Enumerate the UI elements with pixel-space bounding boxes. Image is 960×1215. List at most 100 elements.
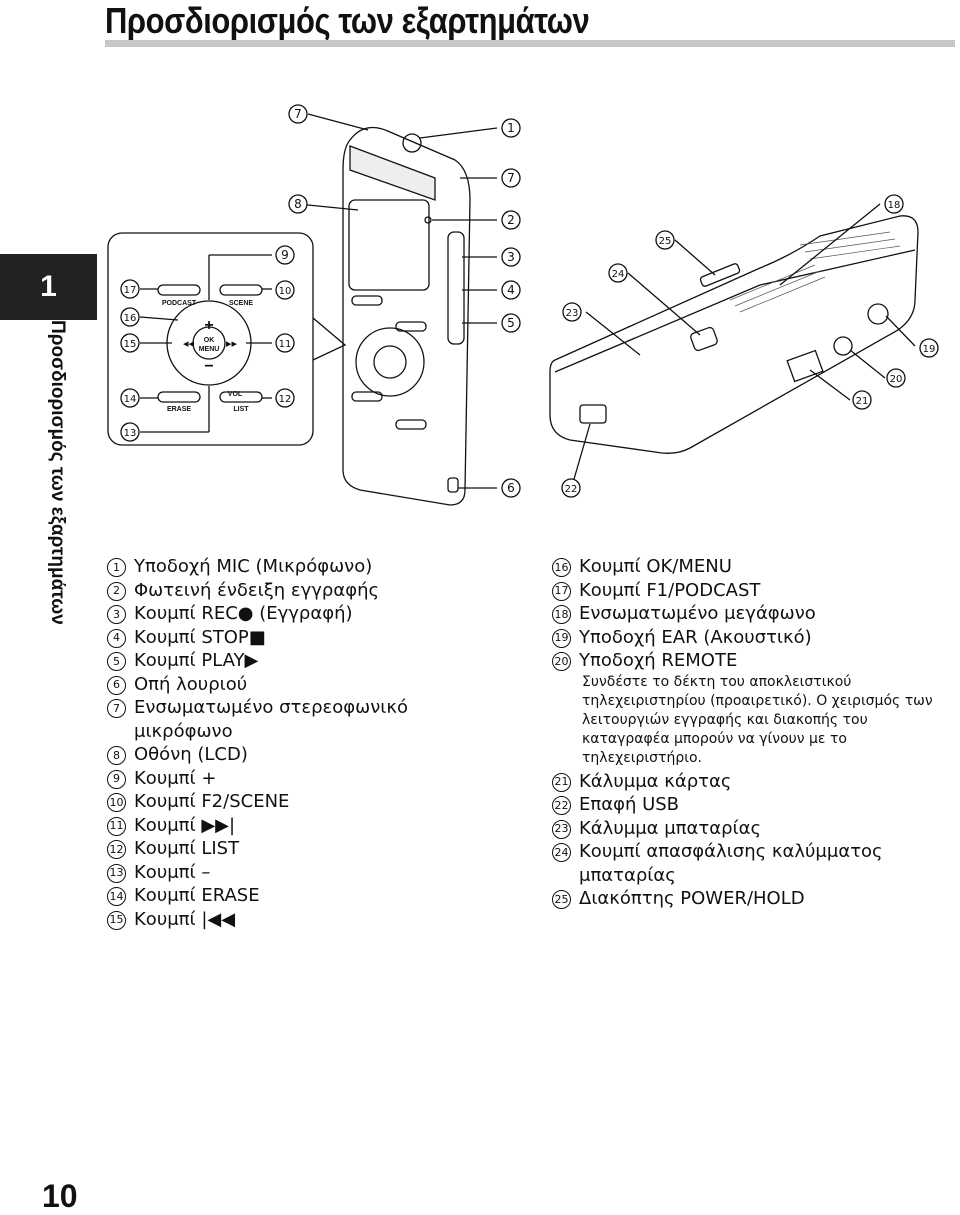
part-label: Κουμπί ERASE (134, 885, 260, 906)
part-number: 10 (107, 793, 126, 812)
part-label: Κουμπί – (134, 861, 211, 883)
page-number: 10 (42, 1178, 78, 1214)
part-number: 3 (107, 605, 126, 624)
usb-connector (579, 404, 607, 424)
part-number: 15 (107, 910, 126, 930)
part-label: Οπή λουριού (134, 673, 248, 695)
menu-label: MENU (199, 346, 220, 353)
part-number: 22 (552, 796, 571, 815)
callout-circle (288, 194, 308, 214)
part-label: Κουμπί REC● (Εγγραφή) (134, 603, 353, 624)
part-number: 4 (107, 628, 126, 648)
part-number: 16 (552, 558, 571, 577)
callout-circle (275, 333, 295, 353)
part-number: 14 (107, 887, 126, 906)
chapter-tab: 1 (0, 254, 97, 320)
part-item: 13 Κουμπί – (107, 861, 444, 885)
part-number: 6 (107, 675, 126, 695)
list-button (219, 391, 263, 403)
remote-note: Συνδέστε το δέκτη του αποκλειστικού τηλε… (582, 673, 933, 766)
button-panel-inset (107, 232, 314, 446)
part-label: Κάλυμμα μπαταρίας (579, 817, 762, 839)
callout-circle (501, 313, 521, 333)
callout-number: 16 (124, 313, 137, 324)
part-item: 12 Κουμπί LIST (107, 837, 444, 861)
part-label: Ενσωματωμένο μεγάφωνο (579, 603, 816, 624)
part-number: 1 (107, 558, 126, 577)
minus-label: − (204, 358, 213, 375)
callout-number: 15 (124, 339, 137, 350)
vol-label: VOL (228, 391, 243, 398)
side-buttons (447, 231, 465, 345)
part-label: Κάλυμμα κάρτας (579, 770, 732, 792)
callout-number: 3 (507, 250, 515, 264)
part-label: Διακόπτης POWER/HOLD (579, 888, 805, 909)
callout-circle (919, 338, 939, 358)
callout-circle (275, 388, 295, 408)
callout-number: 5 (507, 316, 515, 330)
callout-number: 1 (507, 121, 515, 135)
part-number: 7 (107, 699, 126, 718)
power-hold-switch (699, 263, 741, 287)
callout-number: 19 (923, 344, 936, 355)
part-number: 12 (107, 840, 126, 859)
recorder-front-body (342, 126, 471, 506)
callout-number: 17 (124, 285, 137, 296)
scene-button (219, 284, 263, 296)
callout-circle (501, 280, 521, 300)
callout-number: 10 (279, 286, 292, 297)
part-number: 25 (552, 890, 571, 909)
callout-number: 8 (294, 197, 302, 211)
erase-label: ERASE (167, 406, 191, 413)
part-label: Υποδοχή REMOTE (579, 650, 738, 671)
part-item: 7 Ενσωματωμένο στερεοφωνικό μικρόφωνο (107, 696, 444, 743)
callout-circle (501, 168, 521, 188)
part-label: Κουμπί ▶▶| (134, 814, 236, 836)
part-item: 6 Οπή λουριού (107, 673, 444, 697)
part-label: Κουμπί LIST (134, 838, 240, 859)
part-number: 20 (552, 652, 571, 671)
part-number: 24 (552, 843, 571, 862)
callout-circle (884, 194, 904, 214)
callout-circle (608, 263, 628, 283)
part-number: 19 (552, 628, 571, 648)
part-label: Κουμπί + (134, 767, 217, 789)
callout-circle (120, 333, 140, 353)
part-label: Κουμπί |◀◀ (134, 908, 236, 930)
callout-circle (562, 302, 582, 322)
part-label: Υποδοχή MIC (Μικρόφωνο) (134, 556, 373, 577)
speaker-grille (729, 231, 901, 313)
part-label: Ενσωματωμένο στερεοφωνικό μικρόφωνο (134, 697, 408, 742)
ok-menu-button (192, 326, 226, 360)
callout-number: 21 (856, 396, 869, 407)
title-rule (105, 40, 955, 47)
part-item: 14 Κουμπί ERASE (107, 884, 444, 908)
callout-circle (275, 245, 295, 265)
podcast-button (157, 284, 201, 296)
part-item: 20 Υποδοχή REMOTE (552, 649, 942, 673)
battery-lock (690, 326, 718, 352)
ok-label: OK (204, 337, 215, 344)
callout-circle (120, 388, 140, 408)
callout-markers: 1234567789101112131415161718192021222324… (120, 104, 939, 498)
callout-circle (501, 118, 521, 138)
skip-back-glyph: ◂◂ (183, 337, 195, 350)
part-item: 1 Υποδοχή MIC (Μικρόφωνο) (107, 555, 444, 579)
page-title: Προσδιορισμός των εξαρτημάτων (105, 0, 590, 41)
part-number: 13 (107, 863, 126, 883)
lcd-screen (348, 199, 430, 291)
part-label: Υποδοχή EAR (Ακουστικό) (579, 626, 812, 648)
